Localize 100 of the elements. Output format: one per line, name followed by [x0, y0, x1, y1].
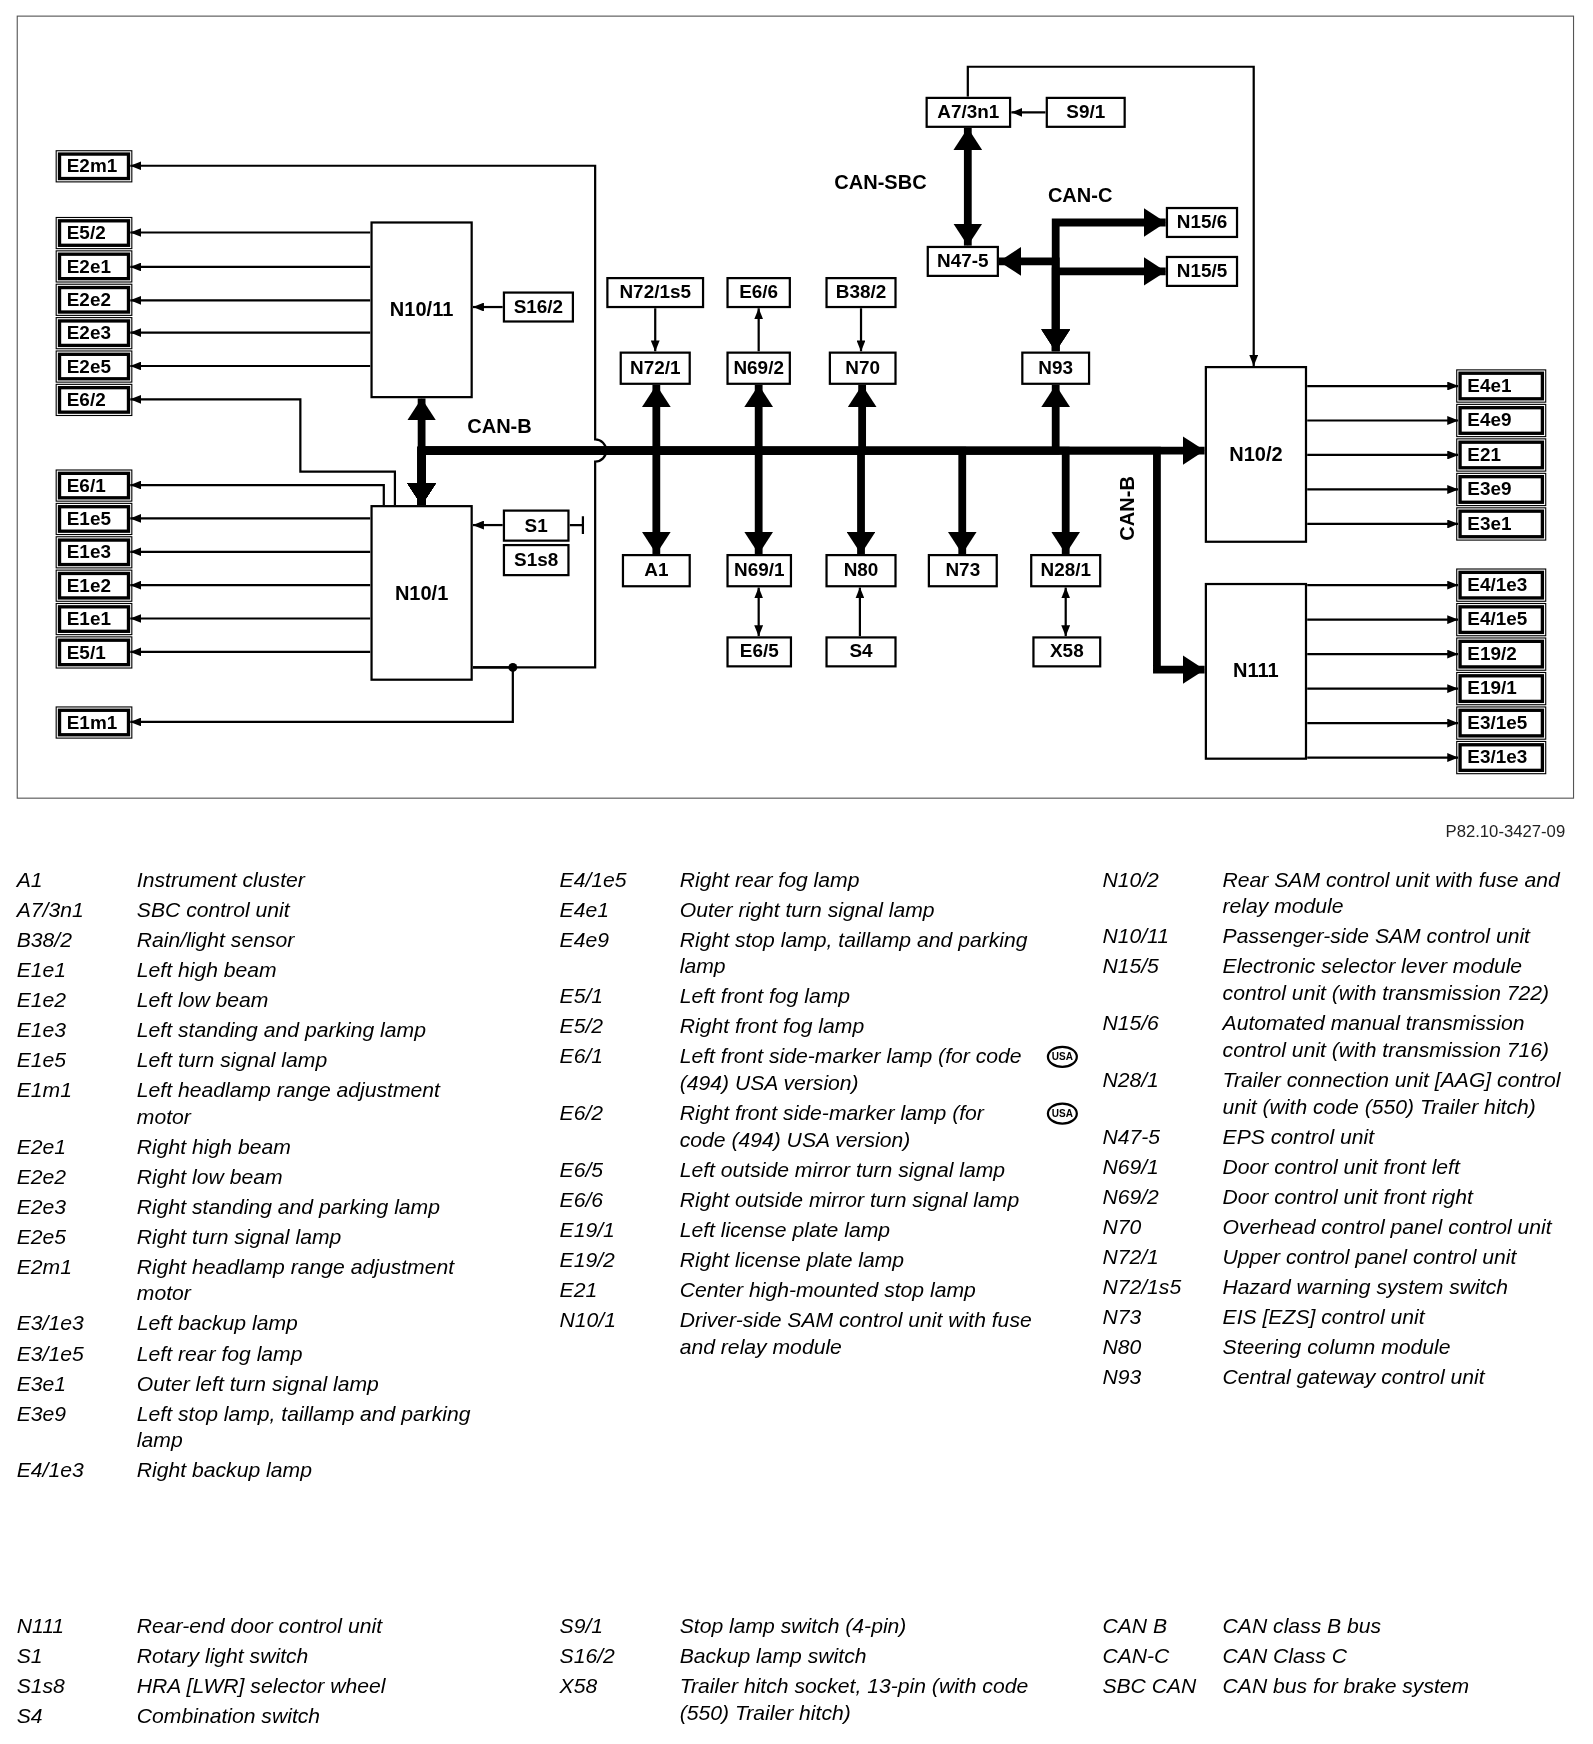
arrow — [966, 65, 1259, 366]
component-description: Right standing and parking lamp — [136, 1193, 441, 1221]
component-code: N72/1s5 — [1102, 1273, 1183, 1301]
component-box: X58 — [1032, 636, 1102, 668]
arrow — [472, 520, 503, 530]
component-description: Electronic selector lever module control unit (with transmission 722) — [1222, 953, 1551, 1007]
arrow — [1307, 485, 1459, 494]
component-box: N47-5 — [926, 245, 999, 277]
arrow — [130, 161, 608, 669]
component-description: Right turn signal lamp — [136, 1223, 343, 1251]
component-code: E2e1 — [16, 1133, 68, 1161]
component-code: E5/1 — [559, 983, 605, 1010]
component-description: Outer right turn signal lamp — [679, 896, 936, 924]
arrow — [754, 587, 764, 637]
arrow — [1061, 587, 1071, 637]
arrow — [1307, 381, 1459, 391]
component-description: Right license plate lamp — [679, 1247, 906, 1274]
component-code: E4e9 — [559, 926, 610, 954]
component-box: S1s8 — [502, 544, 570, 577]
component-code: S16/2 — [559, 1643, 616, 1670]
component-code: E1e1 — [16, 956, 68, 984]
component-code: E1e5 — [16, 1046, 68, 1074]
component-description: Automated manual transmission control unit (with transmission 716) — [1222, 1010, 1551, 1064]
component-code: N28/1 — [1102, 1066, 1160, 1094]
arrow — [130, 666, 514, 727]
component-code: S1s8 — [16, 1673, 66, 1700]
component-description: Left rear fog lamp — [136, 1340, 304, 1367]
component-box: E6/5 — [726, 636, 793, 668]
component-box: A1 — [621, 554, 691, 588]
lamp-box: E21 — [1458, 440, 1545, 470]
control-unit-box: N111 — [1204, 582, 1308, 760]
component-description: Right rear fog lamp — [679, 866, 861, 894]
component-description: Rain/light sensor — [136, 926, 296, 954]
component-code: CAN-C — [1102, 1643, 1171, 1670]
bus-arrow — [953, 127, 983, 246]
component-code: S9/1 — [559, 1613, 605, 1640]
control-unit-box: N10/2 — [1204, 366, 1308, 543]
control-unit-box: N10/1 — [370, 505, 473, 681]
arrow — [1307, 753, 1459, 762]
bus-arrow — [407, 446, 1205, 685]
component-code: B38/2 — [16, 926, 73, 954]
component-description: Left license plate lamp — [679, 1217, 891, 1244]
component-code: A1 — [16, 866, 44, 894]
lamp-box: E1m1 — [57, 708, 131, 737]
component-description: HRA [LWR] selector wheel — [136, 1673, 387, 1700]
arrow — [1307, 450, 1459, 460]
component-box: N15/5 — [1165, 255, 1239, 287]
lamp-box: E5/1 — [57, 638, 131, 667]
arrow — [856, 308, 866, 352]
lamp-box: E1e5 — [57, 505, 131, 533]
arrow — [1307, 718, 1459, 728]
component-code: X58 — [559, 1673, 599, 1700]
component-code: E6/1 — [559, 1043, 605, 1070]
lamp-box: E1e3 — [57, 538, 131, 567]
lamp-box: E2e1 — [57, 252, 131, 281]
lamp-box: E4e1 — [1458, 371, 1545, 401]
component-code: E6/2 — [559, 1100, 605, 1127]
arrow — [130, 361, 371, 371]
component-box: N15/6 — [1165, 206, 1239, 239]
component-code: N10/11 — [1102, 923, 1170, 950]
component-description: SBC control unit — [136, 896, 292, 924]
component-description: Overhead control panel control unit — [1222, 1213, 1554, 1241]
component-description: EPS control unit — [1222, 1123, 1376, 1151]
component-code: E2e5 — [16, 1223, 68, 1251]
component-code: N111 — [16, 1613, 66, 1640]
component-code: CAN B — [1102, 1613, 1169, 1640]
component-description: Right front fog lamp — [679, 1013, 866, 1040]
component-box: N69/1 — [726, 554, 793, 588]
component-description: Stop lamp switch (4-pin) — [679, 1613, 908, 1640]
component-code: N69/1 — [1102, 1153, 1160, 1181]
component-description: Left low beam — [136, 986, 270, 1014]
component-description: EIS [EZS] control unit — [1222, 1303, 1427, 1331]
component-description: Center high-mounted stop lamp — [679, 1277, 977, 1304]
component-box: N73 — [927, 554, 998, 588]
component-code: E1e3 — [16, 1016, 68, 1044]
lamp-box: E1e1 — [57, 605, 131, 633]
component-box: N72/1s5 — [606, 277, 705, 309]
component-box: E6/6 — [726, 277, 791, 309]
arrow — [130, 228, 371, 237]
component-code: E19/2 — [559, 1247, 616, 1274]
arrow — [855, 587, 865, 637]
arrow — [1307, 649, 1459, 659]
component-description: Left stop lamp, taillamp and parking lamp — [136, 1400, 472, 1454]
arrow — [130, 647, 371, 657]
lamp-box: E2e2 — [57, 285, 131, 314]
arrow — [130, 328, 371, 338]
component-description: Upper control panel control unit — [1222, 1243, 1518, 1271]
component-description: Right outside mirror turn signal lamp — [679, 1187, 1021, 1214]
component-description: Right backup lamp — [136, 1457, 313, 1484]
component-box: S4 — [825, 636, 897, 668]
component-code: S1 — [16, 1643, 44, 1670]
lamp-box: E6/1 — [57, 471, 131, 500]
arrow — [1011, 107, 1046, 117]
component-description: Steering column module — [1222, 1333, 1452, 1361]
component-code: N47-5 — [1102, 1123, 1161, 1151]
component-description: Rotary light switch — [136, 1643, 310, 1670]
component-code: E3e1 — [16, 1370, 68, 1397]
lamp-box: E2m1 — [57, 152, 131, 181]
component-code: N15/5 — [1102, 953, 1160, 980]
component-code: SBC CAN — [1102, 1673, 1198, 1700]
